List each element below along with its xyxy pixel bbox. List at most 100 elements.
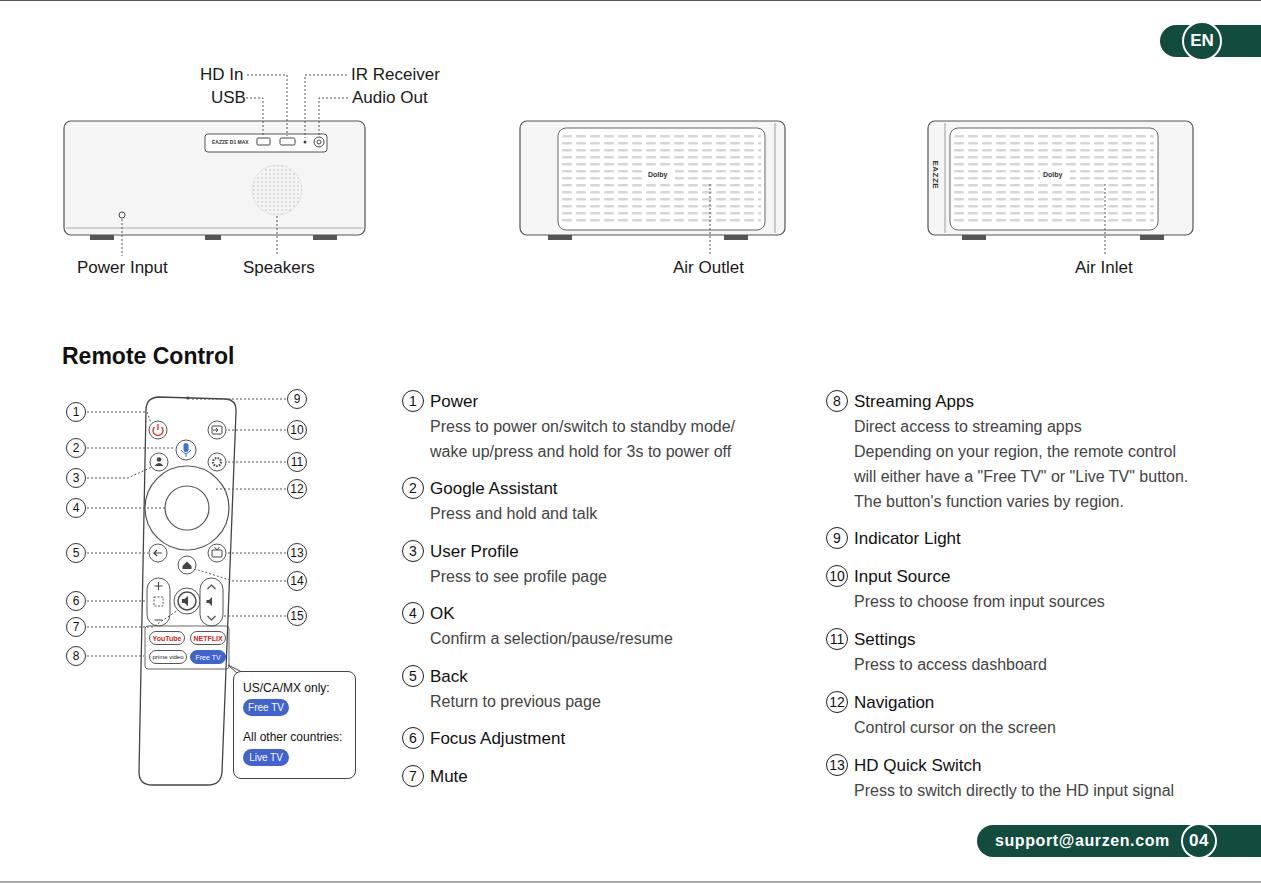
node-text: 8 — [73, 649, 80, 663]
node-text: 13 — [290, 546, 303, 560]
logo-text: Dolby — [1043, 171, 1062, 179]
node-text: 5 — [409, 668, 417, 684]
part-label: HD In — [200, 65, 243, 85]
callout-number: 9 — [287, 389, 307, 409]
node-text: Free TV — [248, 702, 284, 713]
projector-side-outlet — [520, 121, 785, 240]
node-text: 6 — [409, 730, 417, 746]
node-text: NETFLIX — [193, 635, 222, 642]
item-number: 13 — [826, 754, 848, 776]
part-label: USB — [211, 88, 246, 108]
node-text: 4 — [73, 501, 80, 515]
callout-number: 3 — [66, 468, 86, 488]
node-text: support@aurzen.com — [995, 832, 1170, 850]
part-label: IR Receiver — [351, 65, 440, 85]
item-description: Return to previous page — [430, 689, 601, 714]
node-text: 2 — [409, 480, 417, 496]
node-text: 13 — [829, 757, 845, 773]
item-description: Control cursor on the screen — [854, 715, 1056, 740]
item-number: 9 — [826, 527, 848, 549]
node-text: 4 — [409, 605, 417, 621]
callout-number: 10 — [287, 420, 307, 440]
app-button: YouTube — [149, 631, 185, 645]
leader-lines — [122, 75, 1105, 256]
node-text: 04 — [1189, 831, 1209, 851]
part-label: Audio Out — [352, 88, 428, 108]
node-text: Live TV — [249, 752, 283, 763]
item-number: 1 — [402, 390, 424, 412]
item-heading: User Profile — [430, 539, 519, 564]
item-number: 6 — [402, 727, 424, 749]
part-label: Air Outlet — [673, 258, 744, 278]
node-text: 10 — [829, 568, 845, 584]
node-text: 7 — [73, 620, 80, 634]
item-number: 11 — [826, 628, 848, 650]
node-text: 3 — [409, 543, 417, 559]
callout-number: 12 — [287, 479, 307, 499]
item-description: Press to access dashboard — [854, 652, 1047, 677]
item-heading: Input Source — [854, 564, 950, 589]
part-label: Speakers — [243, 258, 315, 278]
app-button: prime video — [149, 650, 187, 664]
node-text: 11 — [830, 631, 845, 647]
callout-number: 13 — [287, 543, 307, 563]
brand-marking: EAZZE — [931, 160, 941, 189]
callout-number: 7 — [66, 617, 86, 637]
node-text: 11 — [291, 455, 303, 469]
model-marking: EAZZE D1 MAX — [212, 139, 249, 145]
item-number: 10 — [826, 565, 848, 587]
node-text: 12 — [829, 694, 845, 710]
app-button: NETFLIX — [190, 631, 226, 645]
item-heading: Streaming Apps — [854, 389, 974, 414]
item-heading: Google Assistant — [430, 476, 558, 501]
region-button: Free TV — [243, 699, 289, 716]
item-description: Press to switch directly to the HD input… — [854, 778, 1174, 803]
node-text: 1 — [409, 393, 417, 409]
region-note: US/CA/MX only: — [243, 681, 330, 695]
item-description: Press to see profile page — [430, 564, 607, 589]
node-text: 12 — [290, 482, 303, 496]
node-text: 8 — [833, 393, 841, 409]
remote-control — [139, 396, 236, 785]
region-callout: US/CA/MX only: All other countries: Free T… — [233, 671, 356, 779]
projector-front — [64, 121, 365, 240]
item-heading: Back — [430, 664, 468, 689]
callout-number: 2 — [66, 438, 86, 458]
item-description: Depending on your region, the remote con… — [854, 439, 1199, 514]
item-number: 8 — [826, 390, 848, 412]
item-number: 4 — [402, 602, 424, 624]
page-number: 04 — [1181, 823, 1217, 859]
region-note: All other countries: — [243, 730, 342, 744]
node-text: prime video — [152, 654, 183, 660]
callout-number: 15 — [287, 606, 307, 626]
frame-line — [0, 0, 1261, 1]
item-description: Press to choose from input sources — [854, 589, 1105, 614]
language-badge: EN — [1182, 21, 1222, 61]
item-heading: Navigation — [854, 690, 934, 715]
frame-line — [0, 882, 1261, 883]
region-button: Live TV — [243, 749, 289, 766]
node-text: 10 — [290, 423, 303, 437]
callout-number: 4 — [66, 498, 86, 518]
leader-lines — [87, 399, 286, 656]
callout-number: 14 — [287, 571, 307, 591]
callout-number: 6 — [66, 591, 86, 611]
node-text: 15 — [290, 609, 303, 623]
item-heading: OK — [430, 601, 455, 626]
item-number: 2 — [402, 477, 424, 499]
item-number: 3 — [402, 540, 424, 562]
node-text: 1 — [73, 405, 80, 419]
callout-number: 11 — [287, 452, 307, 472]
logo-text: Dolby — [648, 171, 667, 179]
item-number: 12 — [826, 691, 848, 713]
item-description: Press to power on/switch to standby mode… — [430, 414, 765, 464]
node-text: Free TV — [195, 654, 220, 661]
item-heading: Focus Adjustment — [430, 726, 565, 751]
node-text: EN — [1190, 31, 1214, 51]
projector-side-inlet — [928, 121, 1193, 240]
item-heading: Indicator Light — [854, 526, 961, 551]
node-text: 7 — [409, 768, 417, 784]
item-heading: Power — [430, 389, 478, 414]
